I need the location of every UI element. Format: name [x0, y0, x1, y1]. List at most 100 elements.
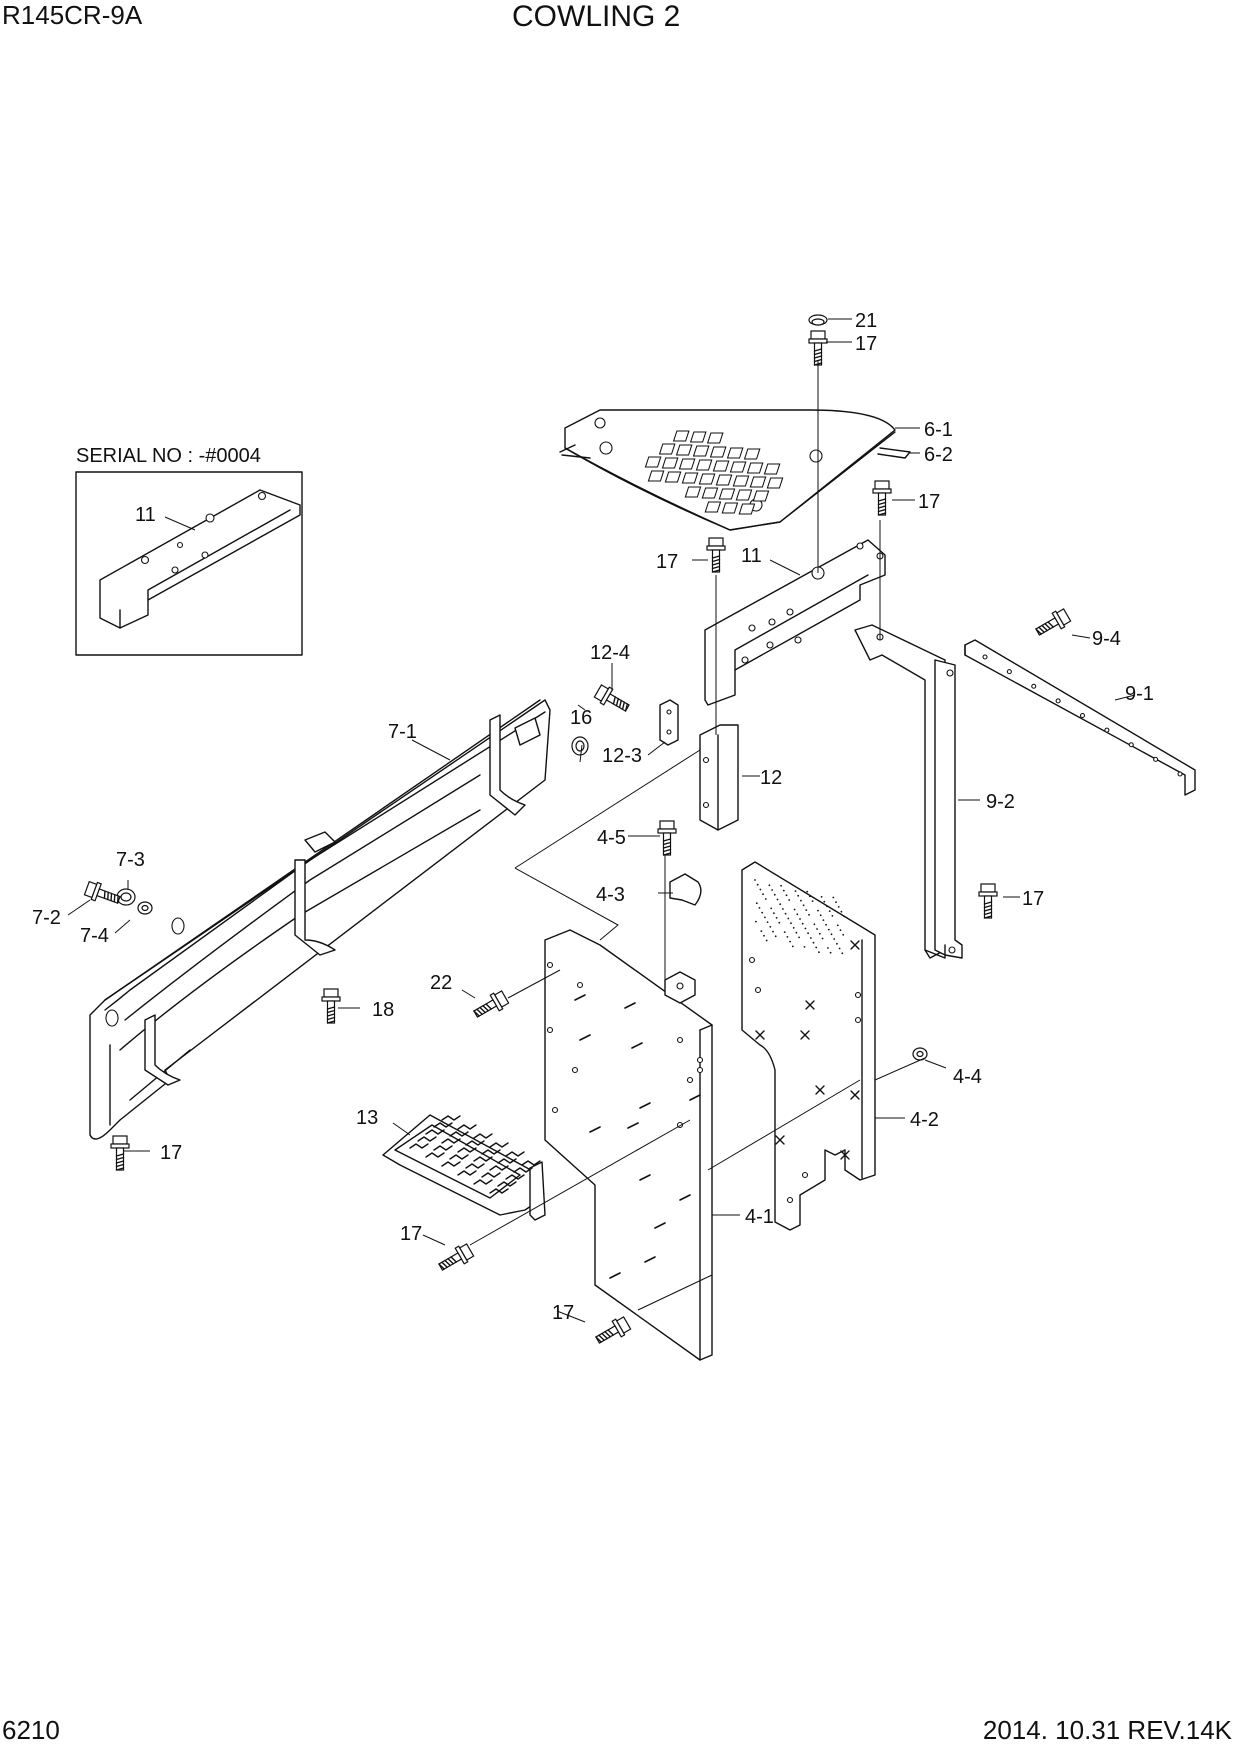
- tread-chevron: [433, 1145, 453, 1151]
- perforation-dot: [812, 941, 815, 944]
- callout-6-1: 6-1: [924, 419, 953, 441]
- rivet-mark: [805, 1000, 815, 1010]
- grill-cell: [743, 448, 761, 460]
- tread-chevron: [505, 1174, 525, 1180]
- callout-7-4: 7-4: [80, 925, 109, 947]
- tread-chevron: [489, 1142, 509, 1148]
- tread-chevron: [457, 1124, 477, 1130]
- tread-chevron: [489, 1188, 509, 1194]
- perforation-dot: [831, 915, 834, 917]
- callout-9-2: 9-2: [986, 791, 1015, 813]
- bolt: [657, 820, 677, 856]
- perforation-dot: [755, 902, 758, 905]
- perforation-dot: [827, 928, 830, 931]
- panel-slot: [624, 1002, 636, 1009]
- perforation-dot: [760, 930, 763, 932]
- panel-hole: [551, 1106, 559, 1114]
- tread-chevron: [521, 1160, 541, 1166]
- grill-cell: [746, 462, 764, 474]
- perforation-dot: [788, 899, 791, 901]
- perforation-dot: [759, 888, 762, 891]
- tread-chevron: [457, 1147, 477, 1153]
- inset-serial-caption: SERIAL NO : -#0004: [76, 445, 261, 467]
- panel-hole: [748, 956, 756, 964]
- perforation-dot: [833, 938, 836, 940]
- perforation-dot: [803, 946, 806, 948]
- bolt: [808, 330, 828, 366]
- perforation-dot: [800, 899, 802, 902]
- mounting-bracket: [704, 539, 886, 706]
- callout-21: 21: [855, 310, 877, 332]
- panel-slot: [639, 1174, 651, 1181]
- callout-12: 12: [760, 767, 782, 789]
- callout-11: 11: [741, 545, 762, 567]
- washer: [912, 1047, 928, 1061]
- perforation-dot: [764, 898, 767, 900]
- callout-4-1: 4-1: [745, 1206, 774, 1228]
- rail-hole: [1031, 683, 1037, 689]
- panel-hole: [754, 986, 762, 994]
- tread-chevron: [441, 1138, 461, 1144]
- grill-cell: [664, 471, 682, 483]
- perforation-dot: [778, 921, 781, 924]
- perforation-dot: [838, 947, 841, 950]
- callout-4-4: 4-4: [953, 1066, 982, 1088]
- perforation-dot: [780, 884, 782, 887]
- perforation-dot: [808, 913, 810, 916]
- bolt: [83, 880, 121, 904]
- callout-4-3: 4-3: [596, 884, 625, 906]
- callout-17: 17: [855, 333, 877, 355]
- perforation-dot: [785, 894, 788, 897]
- grill-cell: [738, 503, 756, 515]
- bracket-12: [699, 724, 739, 831]
- grill-cell: [735, 489, 753, 501]
- perforation-dot: [773, 912, 775, 915]
- perforation-dot: [790, 922, 792, 925]
- grill-cell: [721, 502, 739, 514]
- panel-slot: [579, 1034, 591, 1041]
- panel-slot: [689, 1094, 701, 1101]
- panel-hole: [696, 1066, 704, 1074]
- perforation-dot: [836, 942, 838, 945]
- tread-chevron: [409, 1143, 429, 1149]
- perforation-dot: [806, 890, 809, 893]
- perforation-dot: [830, 933, 833, 936]
- tread-chevron: [505, 1151, 525, 1157]
- callout-9-1: 9-1: [1125, 683, 1154, 705]
- top-cover: [559, 409, 911, 531]
- leader-lines: [67, 318, 1136, 1323]
- tread-chevron: [465, 1163, 485, 1169]
- front-cowling: [89, 699, 551, 1140]
- grill-cell: [729, 461, 747, 473]
- perforation-dot: [796, 913, 799, 916]
- perforation-dot: [779, 903, 782, 906]
- rail-hole: [1153, 756, 1159, 762]
- perforation-dot: [841, 952, 844, 955]
- perforation-dot: [776, 898, 779, 901]
- cap: [808, 314, 828, 326]
- grill-cell: [695, 459, 713, 471]
- callout-7-1: 7-1: [388, 721, 417, 743]
- perforation-dot: [766, 921, 769, 923]
- grill-cell: [689, 431, 707, 443]
- callout-12-4: 12-4: [590, 642, 630, 664]
- perforation-dot: [835, 901, 837, 904]
- rivet-mark: [775, 1135, 785, 1145]
- rivet-mark: [755, 1030, 765, 1040]
- perforation-dot: [822, 919, 825, 921]
- panel-hole: [801, 1171, 809, 1179]
- tread-chevron: [457, 1170, 477, 1176]
- perforation-dot: [815, 946, 818, 949]
- inset-box: [75, 471, 303, 656]
- tread-chevron: [513, 1167, 533, 1173]
- tread-chevron: [441, 1161, 461, 1167]
- grill-cell: [692, 445, 710, 457]
- panel-slot: [639, 1102, 651, 1109]
- panel-hole: [546, 961, 554, 969]
- perforation-dot: [821, 937, 824, 940]
- rivet-mark: [850, 940, 860, 950]
- perforation-dot: [755, 920, 757, 923]
- rail-hole: [982, 654, 988, 660]
- rail-hole: [1104, 727, 1110, 733]
- panel-hole: [676, 1036, 684, 1044]
